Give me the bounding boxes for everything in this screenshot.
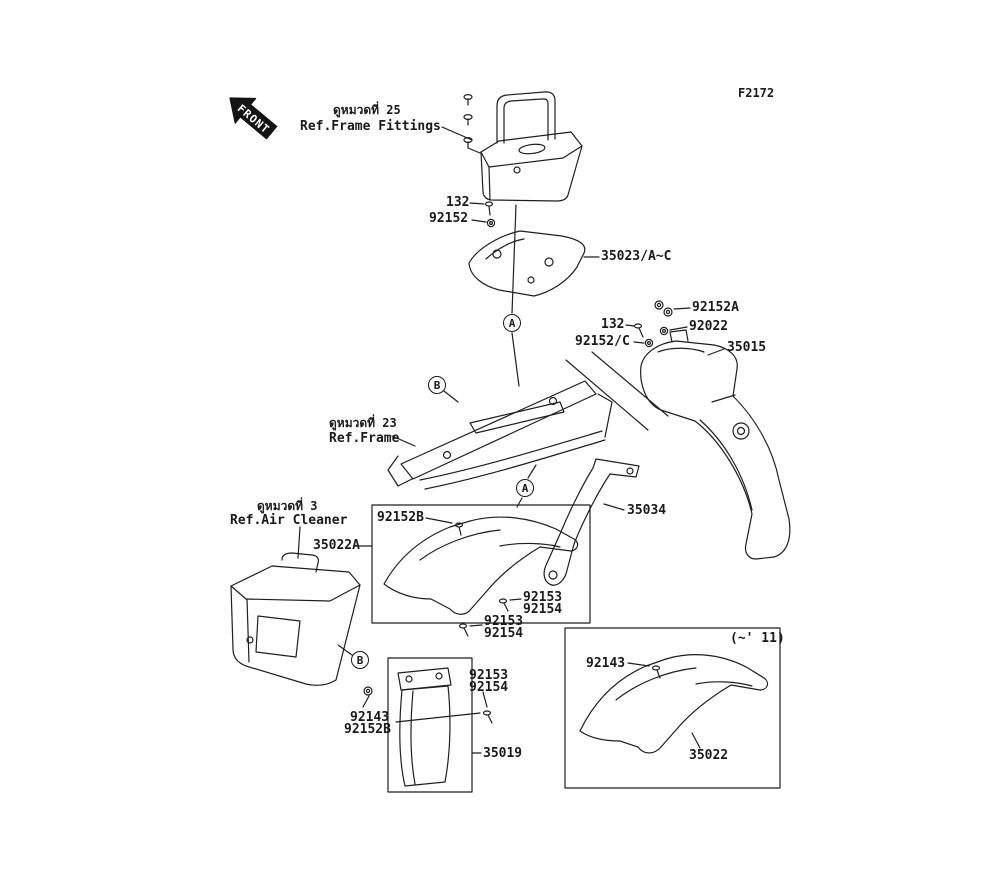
callout-92152: 92152 [429, 211, 469, 226]
callout-92143-2: 92143 [586, 656, 626, 671]
rear-fender-35015-part [640, 329, 791, 560]
callout-92153-2: 92153 [484, 614, 524, 629]
inner-fender-35022a-box [358, 504, 591, 624]
ref-air-cleaner-thai: ดูหมวดที่ 3 [257, 499, 318, 513]
callout-35022: 35022 [689, 748, 729, 763]
battery-box-bolts [463, 93, 481, 154]
air-cleaner-part [230, 526, 361, 686]
frame-part [387, 351, 669, 490]
screws-92153-92154 [458, 598, 522, 637]
callout-132-top: 132 [446, 195, 470, 210]
callout-35034: 35034 [627, 503, 667, 518]
view-marker-b-2: B [351, 651, 369, 669]
fasteners-lower-left [362, 686, 493, 724]
callout-35019: 35019 [483, 746, 523, 761]
callout-92152a: 92152A [692, 300, 739, 315]
callout-92152c: 92152/C [575, 334, 630, 349]
inner-fender-35022-box [564, 627, 781, 789]
bracket-35023-part [468, 230, 600, 297]
stay-35034-part [543, 458, 640, 586]
callout-92154-2: 92154 [484, 626, 524, 641]
callout-92152b-1: 92152B [377, 510, 424, 525]
fastener-132-92152-top [469, 201, 496, 228]
view-marker-b-1: B [428, 376, 446, 394]
ref-frame-fittings-thai: ดูหมวดที่ 25 [333, 103, 401, 117]
view-marker-a-1: A [503, 314, 521, 332]
callout-92143-1: 92143 [350, 710, 390, 725]
battery-box-part [441, 91, 583, 202]
ref-frame-fittings-en: Ref.Frame Fittings [300, 119, 441, 134]
callout-35022a: 35022A [313, 538, 360, 553]
callout-92154-3: 92154 [469, 680, 509, 695]
callout-92154-1: 92154 [523, 602, 563, 617]
ref-air-cleaner-en: Ref.Air Cleaner [230, 513, 348, 528]
callout-92153-1: 92153 [523, 590, 563, 605]
ref-frame-en: Ref.Frame [329, 431, 400, 446]
callout-35023: 35023/A~C [601, 249, 672, 264]
figure-code: F2172 [738, 86, 775, 100]
view-marker-a-2: A [516, 479, 534, 497]
callout-92153-3: 92153 [469, 668, 509, 683]
mud-flap-35019-box [387, 657, 482, 793]
note-year: (~' 11) [730, 631, 785, 646]
callout-132-mid: 132 [601, 317, 625, 332]
callout-92022: 92022 [689, 319, 729, 334]
fasteners-mid-right [625, 300, 691, 348]
callout-35015: 35015 [727, 340, 767, 355]
callout-92152b-2: 92152B [344, 722, 391, 737]
ref-frame-thai: ดูหมวดที่ 23 [329, 416, 397, 430]
front-arrow-icon [229, 97, 278, 140]
